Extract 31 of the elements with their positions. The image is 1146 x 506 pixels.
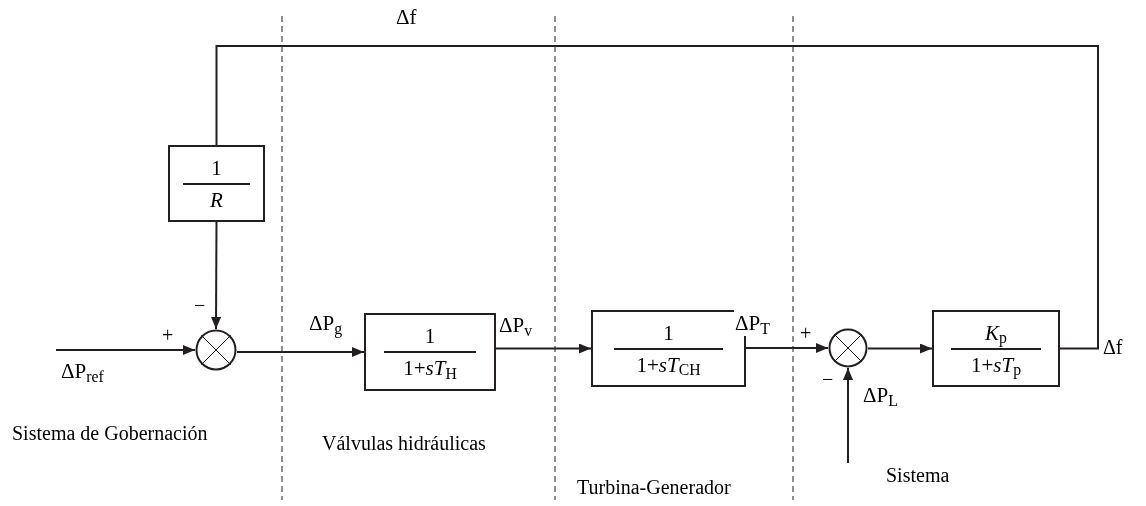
section-label: Sistema <box>886 463 950 488</box>
numerator: 1 <box>211 155 222 180</box>
sign-label: − <box>194 293 206 318</box>
arrow <box>745 343 829 353</box>
edge-label: ΔP$_{T}$ <box>734 310 771 336</box>
denominator: 1+sT$_{CH}$ <box>636 352 701 377</box>
section-label: Turbina-Generador <box>577 475 731 500</box>
arrow <box>867 343 933 354</box>
arrow <box>843 367 853 464</box>
numerator: K$_{p}$ <box>985 320 1007 345</box>
summing-junction <box>828 328 868 368</box>
summing-junction <box>195 329 237 371</box>
arrow <box>211 221 222 330</box>
denominator: 1+sT$_{p}$ <box>970 352 1022 377</box>
section-label: Válvulas hidráulicas <box>322 431 486 456</box>
sign-label: + <box>162 323 174 348</box>
arrow <box>236 347 365 357</box>
denominator: R <box>210 187 223 212</box>
sign-label: − <box>822 367 834 392</box>
sign-label: + <box>800 321 812 346</box>
numerator: 1 <box>663 320 674 345</box>
signal-label: Δf <box>1103 335 1123 360</box>
arrow <box>55 345 196 355</box>
transfer-function-block <box>168 145 265 222</box>
feedback-line <box>215 45 1099 350</box>
section-label: Sistema de Gobernación <box>12 421 208 446</box>
transfer-function-block <box>364 313 496 391</box>
arrow <box>495 343 592 354</box>
transfer-function-block <box>932 310 1060 387</box>
denominator: 1+sT$_{H}$ <box>403 356 457 380</box>
numerator: 1 <box>424 324 436 348</box>
